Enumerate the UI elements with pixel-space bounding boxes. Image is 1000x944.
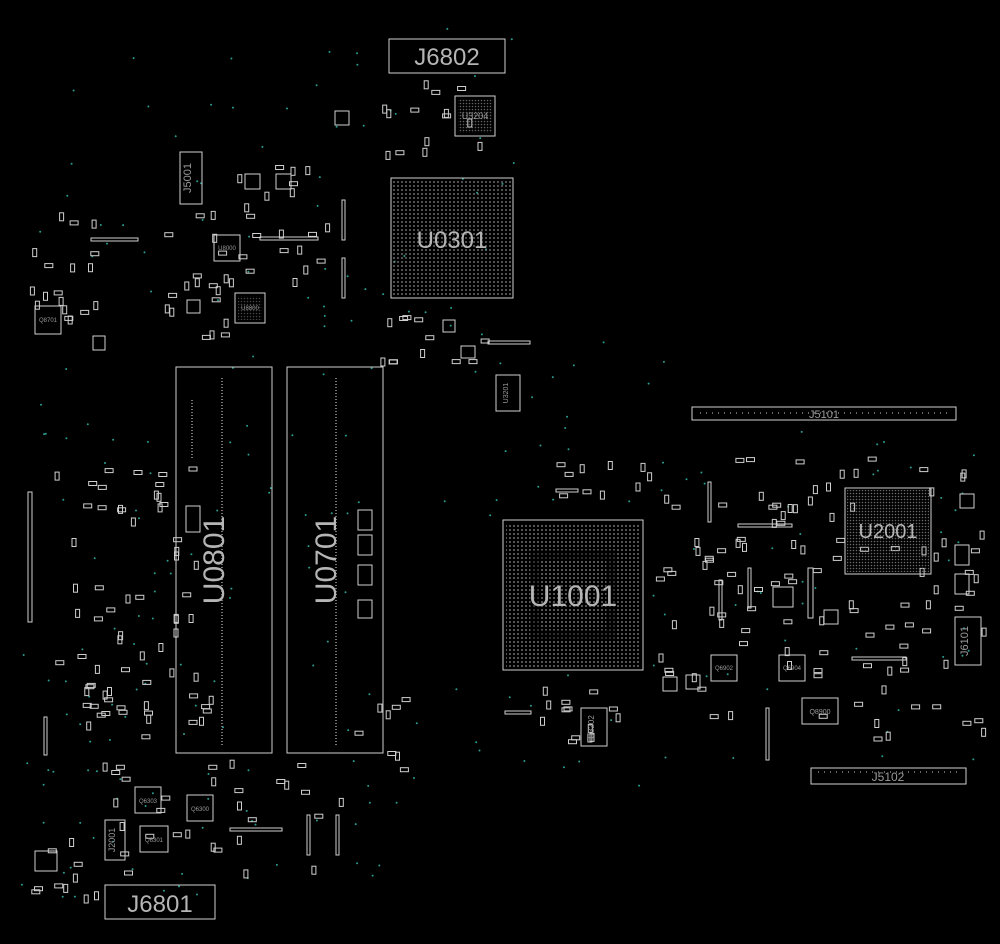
component-label: U8000 [218, 246, 236, 252]
passive-components-layer [29, 80, 987, 904]
component-label: Q8900 [809, 709, 830, 716]
component-label: Q6303 [139, 799, 158, 805]
component-u3202[interactable]: U3202 [580, 707, 608, 747]
via-layer [20, 27, 975, 898]
component-j6101[interactable]: J6101 [954, 616, 982, 666]
component-label: J6101 [959, 626, 971, 656]
component-q8900[interactable]: Q8900 [801, 697, 839, 725]
component-label: U0701 [310, 516, 343, 604]
component-label: J2001 [107, 828, 117, 853]
component-q6301[interactable]: Q6301 [139, 825, 169, 853]
component-q6300[interactable]: Q6300 [186, 794, 214, 822]
component-label: J5101 [809, 409, 839, 421]
component-q8701[interactable]: Q8701 [34, 305, 62, 335]
component-label: U3204 [462, 111, 489, 121]
component-q6902[interactable]: Q6902 [710, 654, 738, 682]
component-label: J5102 [872, 770, 905, 784]
component-label: U2001 [859, 521, 918, 543]
component-j2001[interactable]: J2001 [104, 819, 126, 861]
component-u0301[interactable]: U0301 [390, 177, 514, 299]
component-q6904[interactable]: Q6904 [778, 654, 806, 682]
component-label: Q6902 [715, 666, 734, 672]
component-label: J5001 [182, 163, 194, 193]
component-label: Q6300 [191, 807, 210, 813]
component-j5102[interactable]: J5102 [810, 767, 967, 785]
component-j6802[interactable]: J6802 [388, 38, 506, 74]
component-label: J6802 [414, 44, 479, 71]
component-label: Q6904 [783, 666, 802, 672]
component-label: U1001 [529, 580, 617, 613]
misc-strips [27, 199, 907, 856]
component-u3204[interactable]: U3204 [454, 95, 496, 137]
component-u8800[interactable]: U8800 [234, 292, 266, 324]
component-label: U3201 [503, 383, 510, 404]
component-label: J6801 [127, 891, 192, 918]
component-j5101[interactable]: J5101 [691, 406, 957, 421]
component-label: U8800 [241, 306, 259, 312]
component-u0801[interactable]: U0801 [175, 366, 273, 754]
component-u0701[interactable]: U0701 [286, 366, 384, 754]
component-label: U0301 [417, 227, 488, 254]
component-label: U0801 [198, 516, 231, 604]
misc-small-chips [34, 110, 975, 872]
component-u3201[interactable]: U3201 [495, 374, 521, 412]
component-label: Q8701 [39, 318, 58, 324]
component-u1001[interactable]: U1001 [502, 519, 644, 671]
component-q6303[interactable]: Q6303 [134, 786, 162, 814]
component-j5001[interactable]: J5001 [179, 151, 203, 205]
component-u8000[interactable]: U8000 [213, 234, 241, 262]
component-u2001[interactable]: U2001 [844, 487, 932, 575]
component-j6801[interactable]: J6801 [104, 884, 216, 920]
component-label: U3202 [587, 715, 596, 739]
component-label: Q6301 [145, 838, 164, 844]
